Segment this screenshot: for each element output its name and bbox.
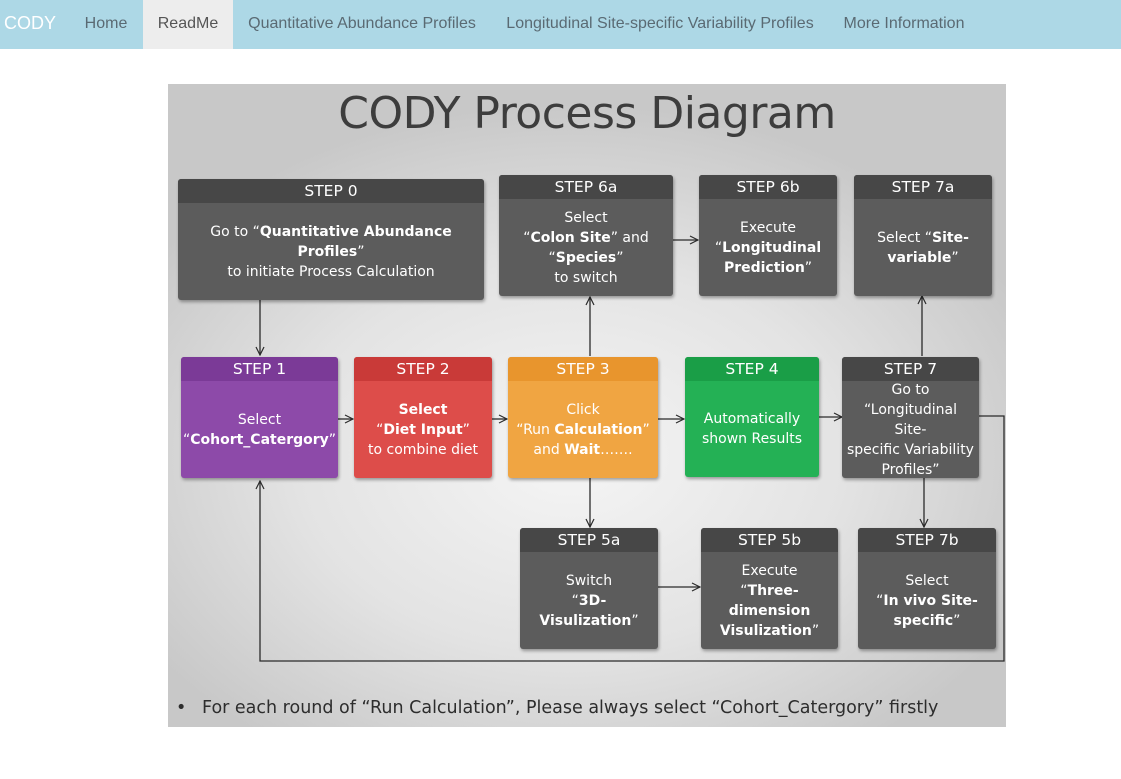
step-1-text: Select “Cohort_Catergory” <box>182 381 337 478</box>
diagram-footnote: • For each round of “Run Calculation”, Pl… <box>176 698 938 718</box>
step-text-line: “Diet Input” <box>376 421 470 438</box>
step-7-header: STEP 7 <box>842 357 979 381</box>
footnote-text: For each round of “Run Calculation”, Ple… <box>202 698 939 718</box>
step-text-line: and Wait……. <box>533 441 633 458</box>
step-text-line: “Species” <box>548 249 624 266</box>
step-7b-header: STEP 7b <box>858 528 996 552</box>
step-text-line: Profiles” <box>881 461 940 478</box>
step-text-line: dimension <box>728 602 811 619</box>
step-2-text: Select “Diet Input” to combine diet <box>358 381 488 478</box>
step-text-line: Automatically <box>703 411 801 427</box>
step-text-line: Select <box>398 401 448 418</box>
step-text-line: Visulization” <box>719 622 820 639</box>
step-7-text: Go to “Longitudinal Site-specific Variabi… <box>846 381 975 478</box>
step-text-line: “In vivo Site- <box>876 592 978 609</box>
step-5a-text: Switch “3D-Visulization” <box>524 552 654 649</box>
step-text-line: to switch <box>554 269 618 286</box>
step-5a-box: STEP 5a Switch “3D-Visulization” <box>520 528 658 649</box>
step-text-line: Execute <box>741 562 798 579</box>
step-text-line: Prediction” <box>723 259 813 276</box>
step-text-line: Click <box>566 401 600 418</box>
step-7a-header: STEP 7a <box>854 175 992 199</box>
step-4-text: Automatically shown Results <box>689 381 815 477</box>
nav-brand[interactable]: CODY <box>4 13 57 33</box>
step-2-header: STEP 2 <box>354 357 492 381</box>
step-7-box: STEP 7 Go to “Longitudinal Site-specific … <box>842 357 979 478</box>
step-text-line: specific Variability <box>847 441 974 458</box>
process-diagram-image: CODY Process Diagram STEP 0 Go to “Quant… <box>168 84 1006 727</box>
step-text-line: Select <box>237 411 282 428</box>
step-text-line: variable” <box>887 249 959 266</box>
step-text-line: Select “Site- <box>877 229 969 246</box>
diagram-title: CODY Process Diagram <box>338 88 836 139</box>
nav-readme[interactable]: ReadMe <box>143 0 233 49</box>
step-text-line: “3D-Visulization” <box>539 592 639 629</box>
step-3-text: Click “Run Calculation” and Wait……. <box>512 381 654 478</box>
step-text-line: to initiate Process Calculation <box>227 263 435 280</box>
step-5b-header: STEP 5b <box>701 528 838 552</box>
nav-more-information[interactable]: More Information <box>843 15 965 32</box>
step-5a-header: STEP 5a <box>520 528 658 552</box>
step-6a-header: STEP 6a <box>499 175 673 199</box>
step-text-line: “Cohort_Catergory” <box>182 431 337 448</box>
step-0-text: Go to “Quantitative Abundance Profiles” t… <box>182 203 480 300</box>
step-text-line: specific” <box>893 612 961 629</box>
step-2-box: STEP 2 Select “Diet Input” to combine diet <box>354 357 492 478</box>
step-6b-header: STEP 6b <box>699 175 837 199</box>
nav-longitudinal-variability-profiles[interactable]: Longitudinal Site-specific Variability P… <box>506 15 814 32</box>
step-0-box: STEP 0 Go to “Quantitative Abundance Pro… <box>178 179 484 300</box>
step-7b-text: Select “In vivo Site-specific” <box>862 552 992 649</box>
step-text-line: “Longitudinal <box>714 239 822 256</box>
nav-home[interactable]: Home <box>84 15 128 32</box>
step-text-line: Execute <box>740 219 796 236</box>
step-text-line: Switch <box>565 572 613 589</box>
step-text-line: “Longitudinal Site- <box>863 401 958 438</box>
step-6a-text: Select “Colon Site” and “Species” to switch <box>503 199 669 296</box>
step-text-line: “Run Calculation” <box>516 421 650 438</box>
step-text-line: Select <box>905 572 949 589</box>
step-3-header: STEP 3 <box>508 357 658 381</box>
nav-quantitative-abundance-profiles[interactable]: Quantitative Abundance Profiles <box>248 15 476 32</box>
step-text-line: Go to “Quantitative Abundance Profiles” <box>210 223 452 260</box>
step-text-line: to combine diet <box>368 441 478 458</box>
step-4-header: STEP 4 <box>685 357 819 381</box>
step-7a-box: STEP 7a Select “Site-variable” <box>854 175 992 296</box>
step-1-box: STEP 1 Select “Cohort_Catergory” <box>181 357 338 478</box>
step-text-line: Select <box>564 209 608 226</box>
bullet-icon: • <box>176 698 187 718</box>
step-4-box: STEP 4 Automatically shown Results <box>685 357 819 477</box>
step-0-header: STEP 0 <box>178 179 484 203</box>
top-navbar: CODY Home ReadMe Quantitative Abundance … <box>0 0 1121 49</box>
step-1-header: STEP 1 <box>181 357 338 381</box>
step-text-line: Go to <box>891 381 930 398</box>
step-text-line: “Colon Site” and <box>523 229 649 246</box>
step-text-line: “Three- <box>740 582 799 599</box>
step-3-box: STEP 3 Click “Run Calculation” and Wait……. <box>508 357 658 478</box>
step-6a-box: STEP 6a Select “Colon Site” and “Species” t… <box>499 175 673 296</box>
step-7b-box: STEP 7b Select “In vivo Site-specific” <box>858 528 996 649</box>
step-7a-text: Select “Site-variable” <box>858 199 988 296</box>
step-text-line: shown Results <box>701 431 803 447</box>
